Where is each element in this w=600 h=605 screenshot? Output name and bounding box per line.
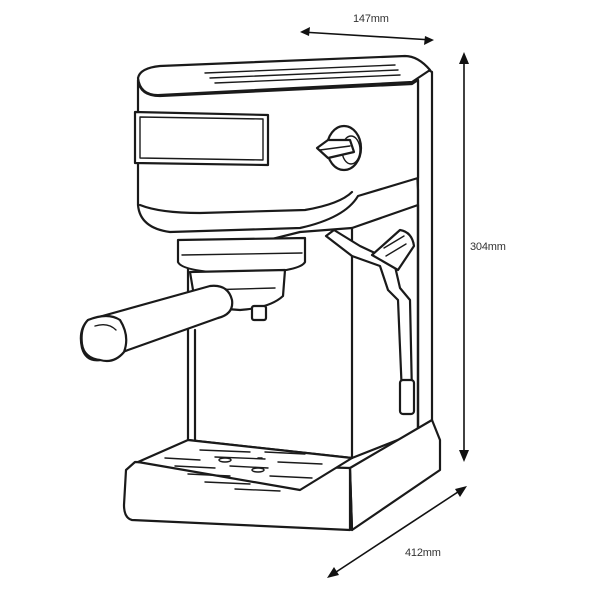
depth-label: 412mm: [405, 547, 441, 559]
espresso-machine-icon: [79, 54, 442, 532]
width-dimension: 147mm: [300, 13, 434, 45]
height-label: 304mm: [470, 241, 506, 253]
portafilter-handle: [79, 284, 234, 363]
depth-dimension: 412mm: [327, 486, 467, 578]
steam-wand: [324, 228, 416, 416]
drip-tray-slots: [164, 449, 323, 492]
display-window: [133, 110, 270, 167]
width-label: 147mm: [353, 13, 389, 25]
control-knob-icon: [315, 124, 363, 172]
group-head: [176, 236, 307, 276]
height-dimension: 304mm: [459, 52, 506, 462]
